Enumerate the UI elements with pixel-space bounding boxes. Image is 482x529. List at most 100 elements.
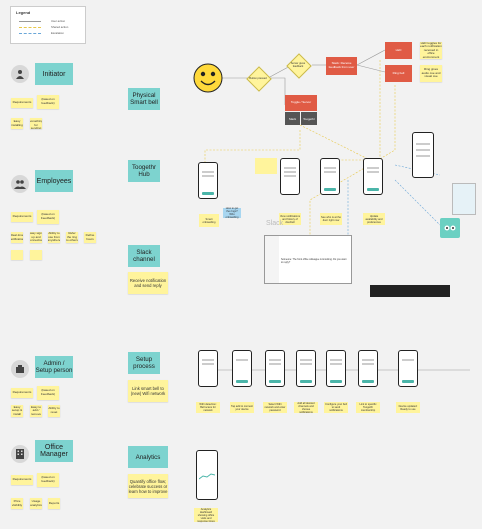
note-sticky: Just something for sending <box>30 118 42 129</box>
people-icon <box>11 175 29 193</box>
legend-box: Legend User action Shared action Escalat… <box>10 6 86 44</box>
decision-button-pressed-label: Button pressed <box>249 76 267 80</box>
connector-hub-to-avatar <box>394 179 441 226</box>
hub-note-1 <box>255 158 277 174</box>
connector-hub-to-map <box>394 164 441 176</box>
note-sticky: Easy installing <box>11 118 23 129</box>
led-note: LED toggles for each notification receiv… <box>420 42 442 59</box>
based-on-sticky: (based on feedback) <box>37 473 59 487</box>
requirements-sticky: Requirements <box>11 212 33 222</box>
persona-title-initiator: Initiator <box>35 63 73 85</box>
requirements-sticky: Requirements <box>11 98 33 108</box>
requirements-sticky: Requirements <box>11 475 33 485</box>
analytics-note: Quantify office flow; celebrate success … <box>128 474 168 498</box>
hub-note-notifications: View notifications and history of doorbe… <box>279 213 301 225</box>
connector-ring-to-slack <box>309 85 396 240</box>
hub-phone-4 <box>363 158 383 195</box>
slack-server-box: Slack <box>285 112 300 125</box>
hub-phone-1 <box>198 162 218 199</box>
notification-toast <box>370 285 450 297</box>
toggle-server-box: Toggle / Server <box>285 95 317 111</box>
analytics-phone-note: Analytics dashboard showing office visit… <box>194 508 218 523</box>
connector-bell-to-hub <box>204 130 301 165</box>
note-sticky: Easy sign-up and connection <box>30 232 42 243</box>
channel-physical-bell: Physical Smart bell <box>128 88 160 110</box>
note-sticky <box>30 250 42 260</box>
ring-note: Ring gives audio cue and visual cue <box>420 65 442 82</box>
setup-note-4: Add all desired channels and choose noti… <box>294 402 318 414</box>
legend-item-2-label: Shared action <box>51 25 69 29</box>
decision-server-feedback-label: Server gives feedback <box>290 62 306 68</box>
smiley-icon <box>193 63 223 98</box>
hub-note-availability: Update availability and preferences <box>363 213 385 225</box>
connector-server-to-hub <box>340 60 381 161</box>
based-on-sticky: (based on Feedback) <box>37 210 59 224</box>
slack-feedback-box: Slack: Receive feedback from user <box>326 57 357 75</box>
setup-process-note: Link smart bell to (new) Wifi network <box>128 380 168 402</box>
based-on-sticky: (based on feedback) <box>37 95 59 109</box>
setup-phone-5 <box>326 350 346 387</box>
legend-item-3-line <box>19 33 41 34</box>
setup-phone-2 <box>232 350 252 387</box>
channel-analytics: Analytics <box>128 446 168 468</box>
hub-note-how-to: How to get the rings? Who onboarding <box>223 207 241 219</box>
note-sticky: Ability to reset <box>48 405 60 417</box>
setup-note-2: Tap add to connect your device <box>230 402 254 413</box>
admin-icon <box>11 360 29 378</box>
hub-phone-5 <box>412 132 434 178</box>
hub-note-onboarding: Smart onboarding <box>199 214 219 227</box>
slack-channel-note: Receive notification and send reply <box>128 272 168 294</box>
map-card <box>452 183 476 215</box>
setup-phone-1 <box>198 350 218 387</box>
avatar <box>440 218 460 238</box>
setup-phone-7 <box>398 350 418 387</box>
note-sticky: Easy to add / remove <box>30 405 42 417</box>
legend-item-1-line <box>19 21 41 22</box>
channel-setup-process: Setup process <box>128 352 160 374</box>
hub-phone-3 <box>320 158 340 195</box>
slack-sidebar <box>265 236 279 283</box>
persona-title-admin: Admin / Setup person <box>35 356 73 378</box>
legend-item-2-line <box>19 27 41 28</box>
setup-phone-4 <box>296 350 316 387</box>
slack-message: Someone: The front office colleague is k… <box>281 258 347 264</box>
persona-title-employees: Employees <box>35 170 73 192</box>
note-sticky: Easy setup & install <box>11 405 23 417</box>
hub-note-door: See who is at the door right now <box>320 213 342 225</box>
note-sticky: Real-time notification <box>11 232 23 243</box>
note-sticky: Define hours <box>84 232 96 243</box>
note-sticky: Usage analytics <box>30 498 42 509</box>
led-box: LED <box>385 42 412 59</box>
slack-title: Slack <box>266 220 284 227</box>
setup-note-6: Link to specific Toogethr membership <box>356 402 380 413</box>
setup-note-7: Device updated: Ready to use <box>396 402 420 413</box>
channel-toogethr-hub: Toogethr Hub <box>128 160 160 182</box>
arrow-red-to-led <box>356 49 386 66</box>
connector-server-to-phones <box>299 124 371 161</box>
setup-note-5: Configure your bell to send notification… <box>324 402 348 413</box>
setup-note-3: Select WiFi network and enter password <box>263 402 287 413</box>
arrow-decision-to-server <box>268 77 286 105</box>
legend-item-3-label: Escalation <box>51 31 64 35</box>
note-sticky: Ability to use from anywhere <box>48 232 60 243</box>
person-icon <box>11 65 29 83</box>
setup-phone-6 <box>358 350 378 387</box>
persona-title-office-manager: Office Manager <box>35 440 73 462</box>
setup-phone-3 <box>265 350 285 387</box>
toogethr-server-box: Toogethr <box>301 112 317 125</box>
note-sticky <box>11 250 23 260</box>
slack-window: Someone: The front office colleague is k… <box>264 235 352 284</box>
ring-bell-box: Ring bell <box>385 65 412 82</box>
building-icon <box>11 445 29 463</box>
analytics-phone <box>196 450 218 500</box>
analytics-chart-icon <box>199 473 215 480</box>
note-sticky: Refer the ring to others <box>66 232 78 243</box>
setup-note-1: WiFi detection: Bell scans for network <box>196 402 220 413</box>
note-sticky: Price visibility <box>11 498 23 509</box>
requirements-sticky: Requirements <box>11 388 33 398</box>
legend-title: Legend <box>16 10 31 15</box>
note-sticky: Reports <box>48 498 60 509</box>
based-on-sticky: (based on Feedback) <box>37 386 59 400</box>
legend-item-1-label: User action <box>51 19 66 23</box>
channel-slack: Slack channel <box>128 245 160 267</box>
